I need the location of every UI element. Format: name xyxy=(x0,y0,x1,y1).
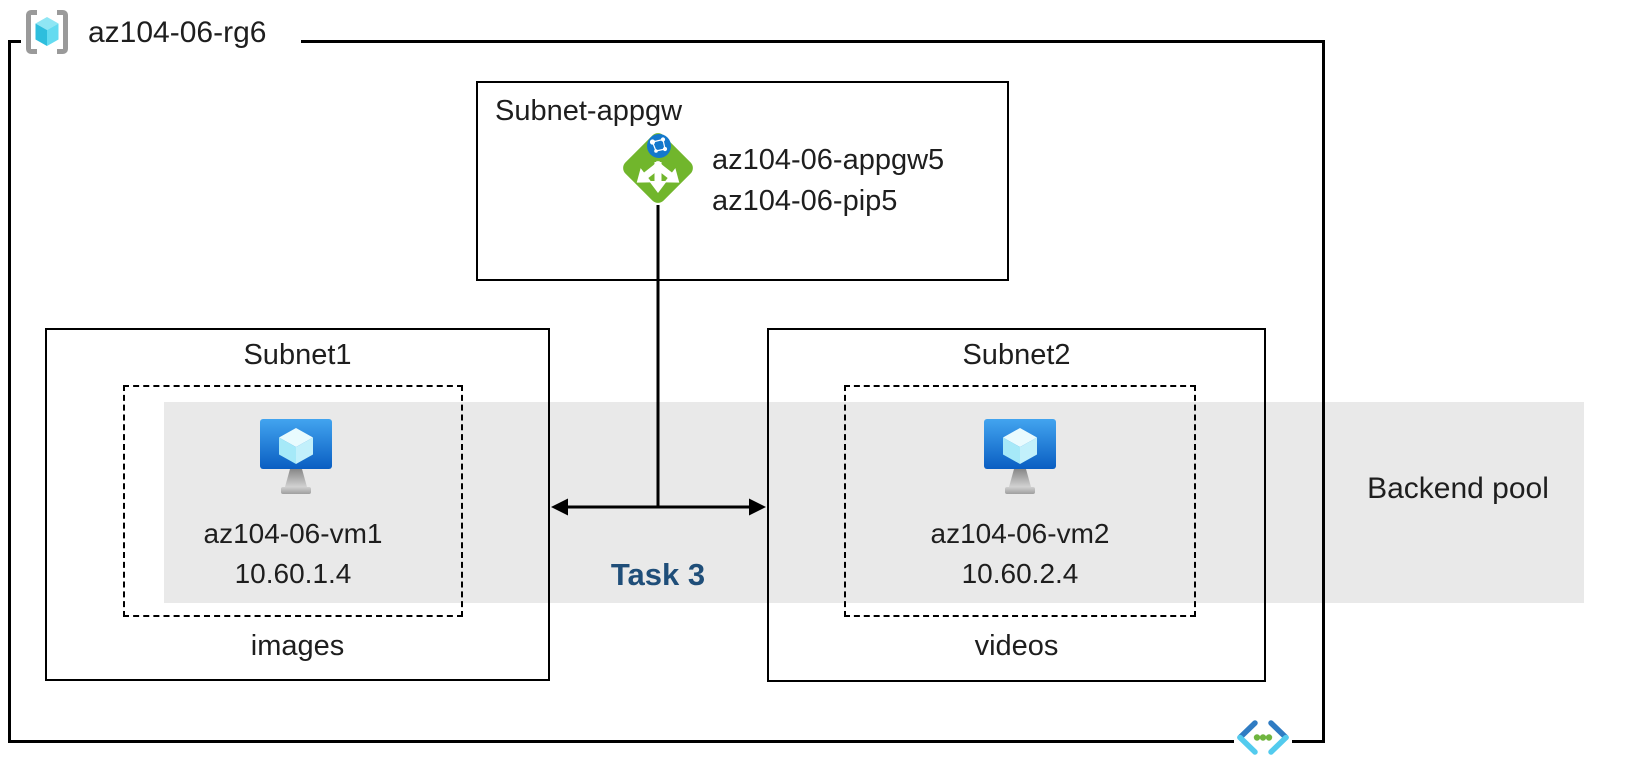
subnet1-label: Subnet1 xyxy=(243,339,352,371)
resource-group-icon xyxy=(22,8,72,56)
vm2-labels: az104-06-vm2 10.60.2.4 xyxy=(844,514,1196,594)
subnet-appgw-box: Subnet-appgw xyxy=(476,81,1009,281)
subnet1-folder-label: images xyxy=(250,630,345,662)
virtual-network-icon xyxy=(1234,720,1292,755)
subnet1-box: Subnet1 xyxy=(45,328,550,681)
resource-group-border-segment-right xyxy=(301,40,1325,43)
resource-group-title: az104-06-rg6 xyxy=(88,16,267,49)
subnet-appgw-label: Subnet-appgw xyxy=(495,95,683,127)
virtual-machine-icon xyxy=(984,419,1056,494)
task-label: Task 3 xyxy=(610,557,706,592)
vm2-name: az104-06-vm2 xyxy=(930,518,1110,549)
application-gateway-name: az104-06-appgw5 xyxy=(712,144,945,176)
backend-pool-label: Backend pool xyxy=(1367,472,1549,505)
application-gateway-names: az104-06-appgw5 az104-06-pip5 xyxy=(712,140,944,222)
vm1-name: az104-06-vm1 xyxy=(203,518,383,549)
resource-group-box xyxy=(8,40,1325,743)
resource-group-border-segment-left xyxy=(8,40,21,43)
public-ip-name: az104-06-pip5 xyxy=(712,185,898,217)
vm1-ip: 10.60.1.4 xyxy=(234,558,352,589)
backend-pool-band xyxy=(164,402,1584,603)
vm2-ip: 10.60.2.4 xyxy=(961,558,1079,589)
subnet2-vm-dashed-box xyxy=(844,385,1196,617)
subnet2-label: Subnet2 xyxy=(962,339,1071,371)
virtual-machine-icon xyxy=(260,419,332,494)
application-gateway-icon xyxy=(623,133,693,203)
subnet1-vm-dashed-box xyxy=(123,385,463,617)
subnet2-folder-label: videos xyxy=(974,630,1059,662)
subnet2-box: Subnet2 xyxy=(767,328,1266,682)
vm1-labels: az104-06-vm1 10.60.1.4 xyxy=(123,514,463,594)
